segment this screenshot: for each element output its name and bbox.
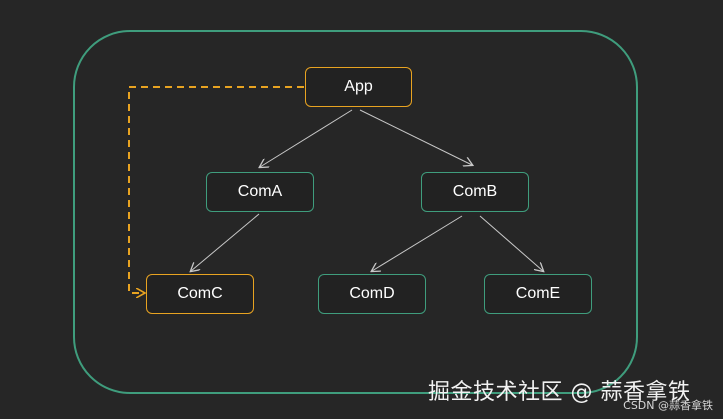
edge-app-coma	[260, 109, 353, 167]
container-boundary	[73, 30, 638, 394]
csdn-watermark: CSDN @蒜香拿铁	[623, 399, 713, 412]
node-app: App	[305, 67, 412, 107]
node-comb: ComB	[421, 172, 529, 212]
node-come: ComE	[484, 274, 592, 314]
node-comc: ComC	[146, 274, 254, 314]
node-coma: ComA	[206, 172, 314, 212]
node-comd: ComD	[318, 274, 426, 314]
edge-comb-come	[479, 215, 543, 271]
watermark-text: 掘金技术社区 @ 蒜香拿铁	[428, 380, 691, 405]
edge-comb-comd	[372, 215, 463, 271]
edge-app-comc-dashed	[128, 86, 304, 293]
edge-app-comb	[359, 109, 472, 165]
edge-coma-comc	[191, 213, 260, 271]
